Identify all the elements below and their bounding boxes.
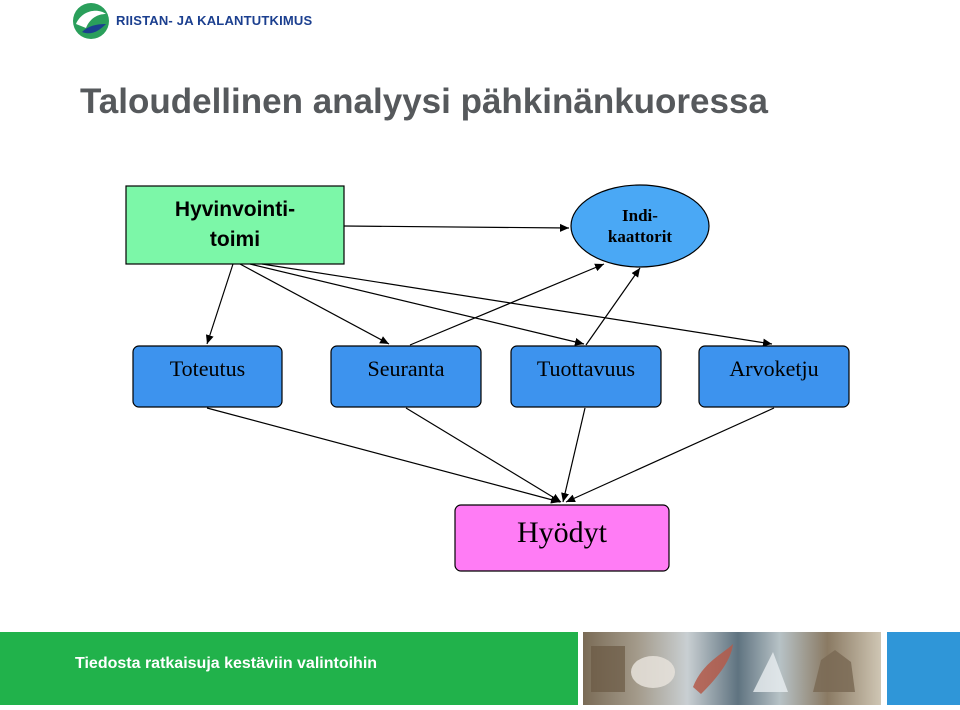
- stage-box-toteutus: [132, 345, 283, 408]
- arrow-tuottavuus-to-indicators: [585, 267, 641, 346]
- arrow-tuottavuus-to-benefits: [561, 407, 586, 503]
- footer-bar: Tiedosta ratkaisuja kestäviin valintoihi…: [0, 632, 578, 705]
- indicators-ellipse: [570, 184, 710, 268]
- arrow-toteutus-to-benefits: [206, 407, 561, 504]
- benefits-box: [454, 504, 670, 572]
- arrow-welfare-to-seuranta: [239, 263, 390, 345]
- stage-box-seuranta: [330, 345, 482, 408]
- arrow-welfare-to-toteutus: [205, 263, 234, 345]
- stage-label-toteutus: Toteutus: [169, 355, 246, 381]
- stage-label-seuranta: Seuranta: [367, 355, 445, 381]
- benefits-label: Hyödyt: [517, 516, 607, 549]
- stage-label-tuottavuus: Tuottavuus: [536, 355, 636, 381]
- footer-accent-block: [887, 632, 960, 705]
- wildlife-photo-icon: [591, 644, 855, 694]
- arrow-seuranta-to-indicators: [409, 263, 605, 346]
- arrow-welfare-to-arvoketju: [261, 263, 773, 347]
- arrow-welfare-to-indicators: [343, 223, 570, 232]
- organization-name: RIISTAN- JA KALANTUTKIMUS: [116, 13, 313, 28]
- animals-photo-strip: [583, 632, 881, 705]
- stage-label-arvoketju: Arvoketju: [729, 355, 819, 381]
- arrow-seuranta-to-benefits: [405, 407, 562, 503]
- indicators-label: Indi- kaattorit: [607, 206, 673, 246]
- welfare-measure-box: [125, 185, 345, 265]
- footer-tagline: Tiedosta ratkaisuja kestäviin valintoihi…: [75, 655, 378, 672]
- fish-leaf-logo-icon: [73, 3, 109, 39]
- page-title: Taloudellinen analyysi pähkinänkuoressa: [80, 82, 768, 121]
- arrow-arvoketju-to-benefits: [565, 407, 775, 503]
- stage-box-tuottavuus: [510, 345, 662, 408]
- organization-logo: RIISTAN- JA KALANTUTKIMUS: [72, 2, 372, 42]
- welfare-measure-label: Hyvinvointi- toimi: [174, 198, 296, 251]
- arrow-welfare-to-tuottavuus: [249, 263, 585, 346]
- stage-box-arvoketju: [698, 345, 850, 408]
